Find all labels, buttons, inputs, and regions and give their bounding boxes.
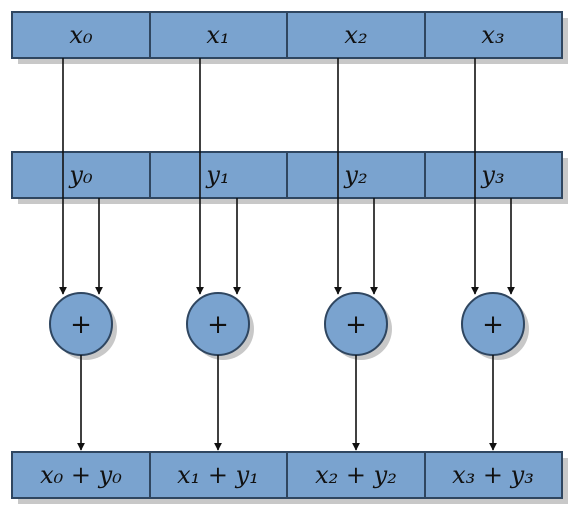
shadows: [18, 18, 568, 504]
x-input-arrows: [59, 58, 479, 295]
plus-symbol-1: +: [207, 310, 229, 340]
result-cell-2: [286, 451, 426, 499]
x-cell-2: [286, 11, 426, 59]
result-label-1: x₁ + y₁: [177, 461, 259, 489]
x-cell-3: [424, 11, 563, 59]
y-label-0: y₀: [68, 161, 93, 189]
y-label-3: y₃: [480, 161, 504, 189]
x-label-0: x₀: [69, 21, 93, 49]
x-label-1: x₁: [206, 21, 229, 49]
y-cell-2: [286, 151, 426, 199]
result-label-3: x₃ + y₃: [452, 461, 534, 489]
y-vector-row: y₀ y₁ y₂ y₃: [11, 151, 563, 199]
y-label-2: y₂: [343, 161, 367, 189]
x-vector-row: x₀ x₁ x₂ x₃: [11, 11, 563, 59]
result-cell-3: [424, 451, 563, 499]
result-cell-1: [149, 451, 288, 499]
y-input-arrows: [95, 198, 515, 295]
x-cell-1: [149, 11, 288, 59]
plus-symbol-0: +: [70, 310, 92, 340]
result-label-0: x₀ + y₀: [40, 461, 122, 489]
y-label-1: y₁: [205, 161, 229, 189]
result-vector-row: x₀ + y₀ x₁ + y₁ x₂ + y₂ x₃ + y₃: [11, 451, 563, 499]
x-label-2: x₂: [344, 21, 367, 49]
output-arrows: [77, 355, 497, 451]
x-label-3: x₃: [481, 21, 504, 49]
adder-nodes: + + + +: [49, 292, 525, 356]
y-cell-3: [424, 151, 563, 199]
result-label-2: x₂ + y₂: [315, 461, 397, 489]
plus-symbol-3: +: [482, 310, 504, 340]
x-cell-0: [11, 11, 151, 59]
plus-symbol-2: +: [345, 310, 367, 340]
